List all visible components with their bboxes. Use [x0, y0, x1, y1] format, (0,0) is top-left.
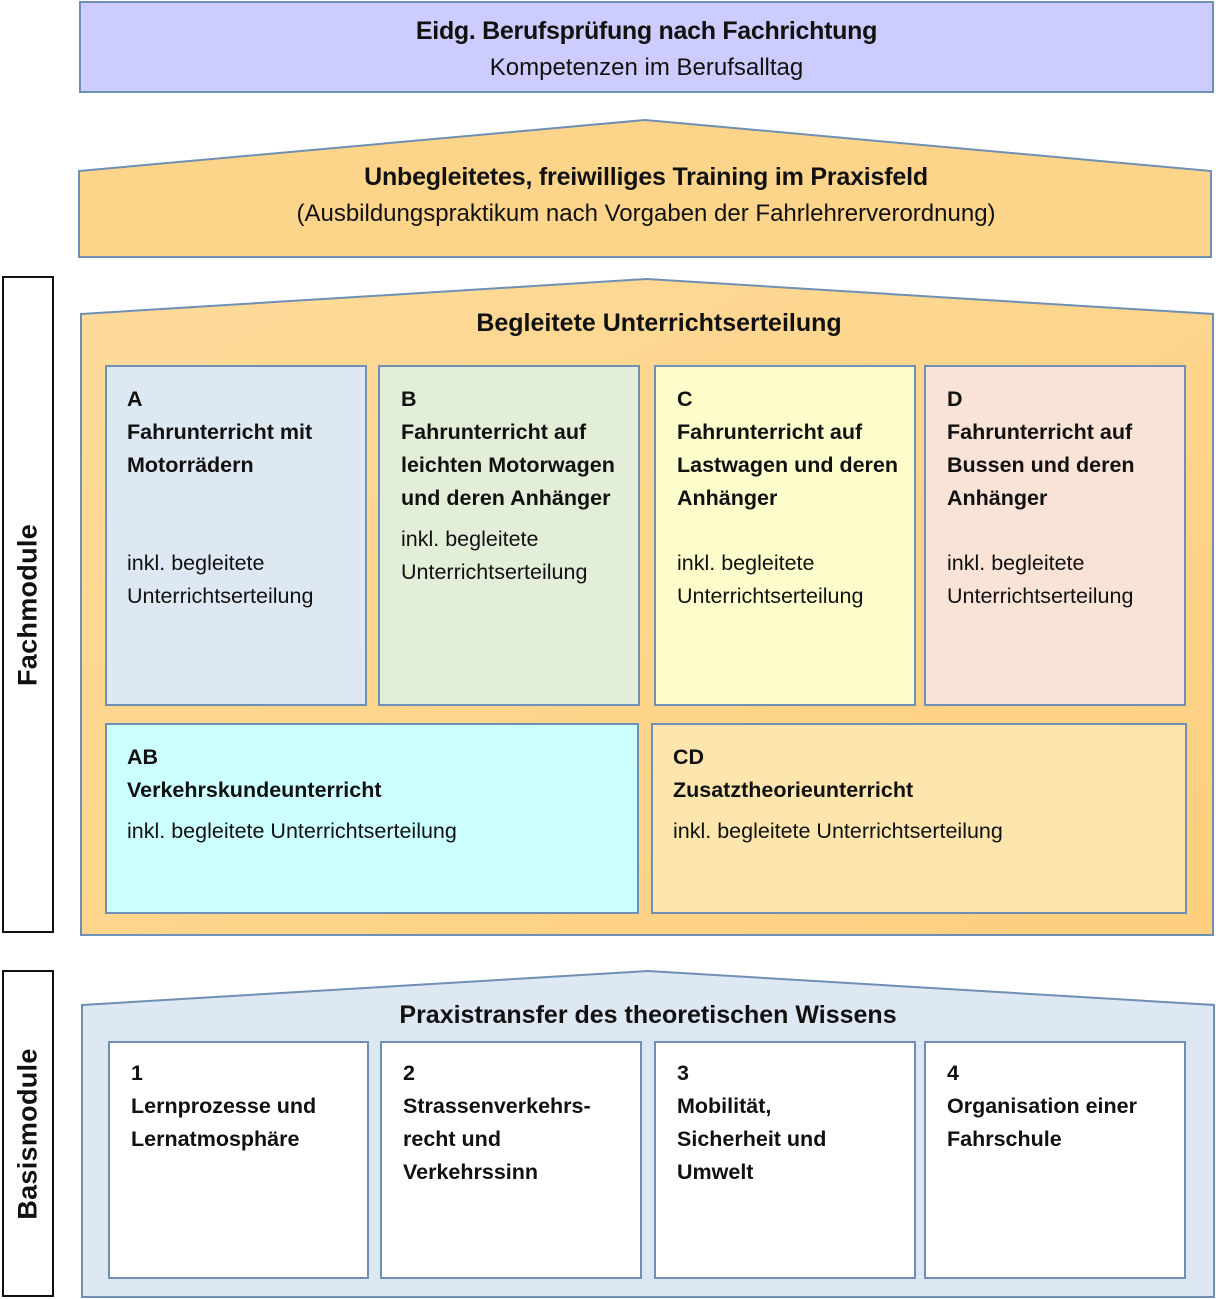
basis-module-3: 3 Mobilität, Sicherheit und Umwelt — [654, 1041, 916, 1279]
module-title: Fahrunterricht mit Motorrädern — [127, 420, 313, 477]
module-note: inkl. begleitete Unterrichtserteilung — [677, 551, 864, 608]
module-d: D Fahrunterricht auf Bussen und deren An… — [924, 365, 1186, 706]
module-title: Fahrunterricht auf leichten Motorwagen u… — [401, 420, 615, 510]
training-subtitle: (Ausbildungspraktikum nach Vorgaben der … — [296, 200, 996, 227]
module-note: inkl. begleitete Unterrichtserteilung — [127, 551, 314, 608]
module-code: D — [947, 387, 963, 411]
module-note: inkl. begleitete Unterrichtserteilung — [401, 527, 588, 584]
training-house — [78, 118, 1212, 258]
module-note: inkl. begleitete Unterrichtserteilung — [673, 819, 1003, 843]
module-title: Fahrunterricht auf Lastwagen und deren A… — [677, 420, 899, 510]
module-code: AB — [127, 745, 159, 769]
basis-module-1: 1 Lernprozesse und Lernatmosphäre — [108, 1041, 369, 1279]
module-a: A Fahrunterricht mit Motorrädern inkl. b… — [105, 365, 367, 706]
module-c: C Fahrunterricht auf Lastwagen und deren… — [654, 365, 916, 706]
module-title: Organisation einer Fahrschule — [947, 1094, 1137, 1151]
fachmodule-heading: Begleitete Unterrichtserteilung — [476, 309, 842, 337]
exam-subtitle: Kompetenzen im Berufsalltag — [489, 54, 804, 81]
module-ab: AB Verkehrskundeunterricht inkl. begleit… — [105, 723, 639, 914]
module-title: Strassenverkehrs-recht und Verkehrssinn — [403, 1094, 591, 1184]
module-title: Verkehrskundeunterricht — [127, 778, 382, 802]
exam-banner: Eidg. Berufsprüfung nach Fachrichtung Ko… — [79, 1, 1214, 93]
basis-module-2: 2 Strassenverkehrs-recht und Verkehrssin… — [380, 1041, 642, 1279]
module-b: B Fahrunterricht auf leichten Motorwagen… — [378, 365, 640, 706]
module-code: B — [401, 387, 417, 411]
basismodule-side-text: Basismodule — [12, 1047, 43, 1220]
module-note: inkl. begleitete Unterrichtserteilung — [947, 551, 1134, 608]
module-title: Mobilität, Sicherheit und Umwelt — [677, 1094, 827, 1184]
module-code: 3 — [677, 1061, 689, 1085]
exam-title: Eidg. Berufsprüfung nach Fachrichtung — [415, 17, 878, 45]
module-code: A — [127, 387, 143, 411]
module-title: Fahrunterricht auf Bussen und deren Anhä… — [947, 420, 1135, 510]
basismodule-heading: Praxistransfer des theoretischen Wissens — [399, 1001, 897, 1029]
module-note: inkl. begleitete Unterrichtserteilung — [127, 819, 457, 843]
fachmodule-side-text: Fachmodule — [12, 523, 43, 686]
module-code: 1 — [131, 1061, 143, 1085]
fachmodule-side-label: Fachmodule — [2, 276, 54, 933]
module-title: Zusatztheorieunterricht — [673, 778, 914, 802]
basismodule-side-label: Basismodule — [2, 970, 54, 1297]
module-code: 2 — [403, 1061, 415, 1085]
training-title: Unbegleitetes, freiwilliges Training im … — [364, 163, 928, 191]
module-code: C — [677, 387, 693, 411]
module-code: CD — [673, 745, 705, 769]
module-code: 4 — [947, 1061, 959, 1085]
module-title: Lernprozesse und Lernatmosphäre — [131, 1094, 317, 1151]
module-cd: CD Zusatztheorieunterricht inkl. begleit… — [651, 723, 1187, 914]
basis-module-4: 4 Organisation einer Fahrschule — [924, 1041, 1186, 1279]
